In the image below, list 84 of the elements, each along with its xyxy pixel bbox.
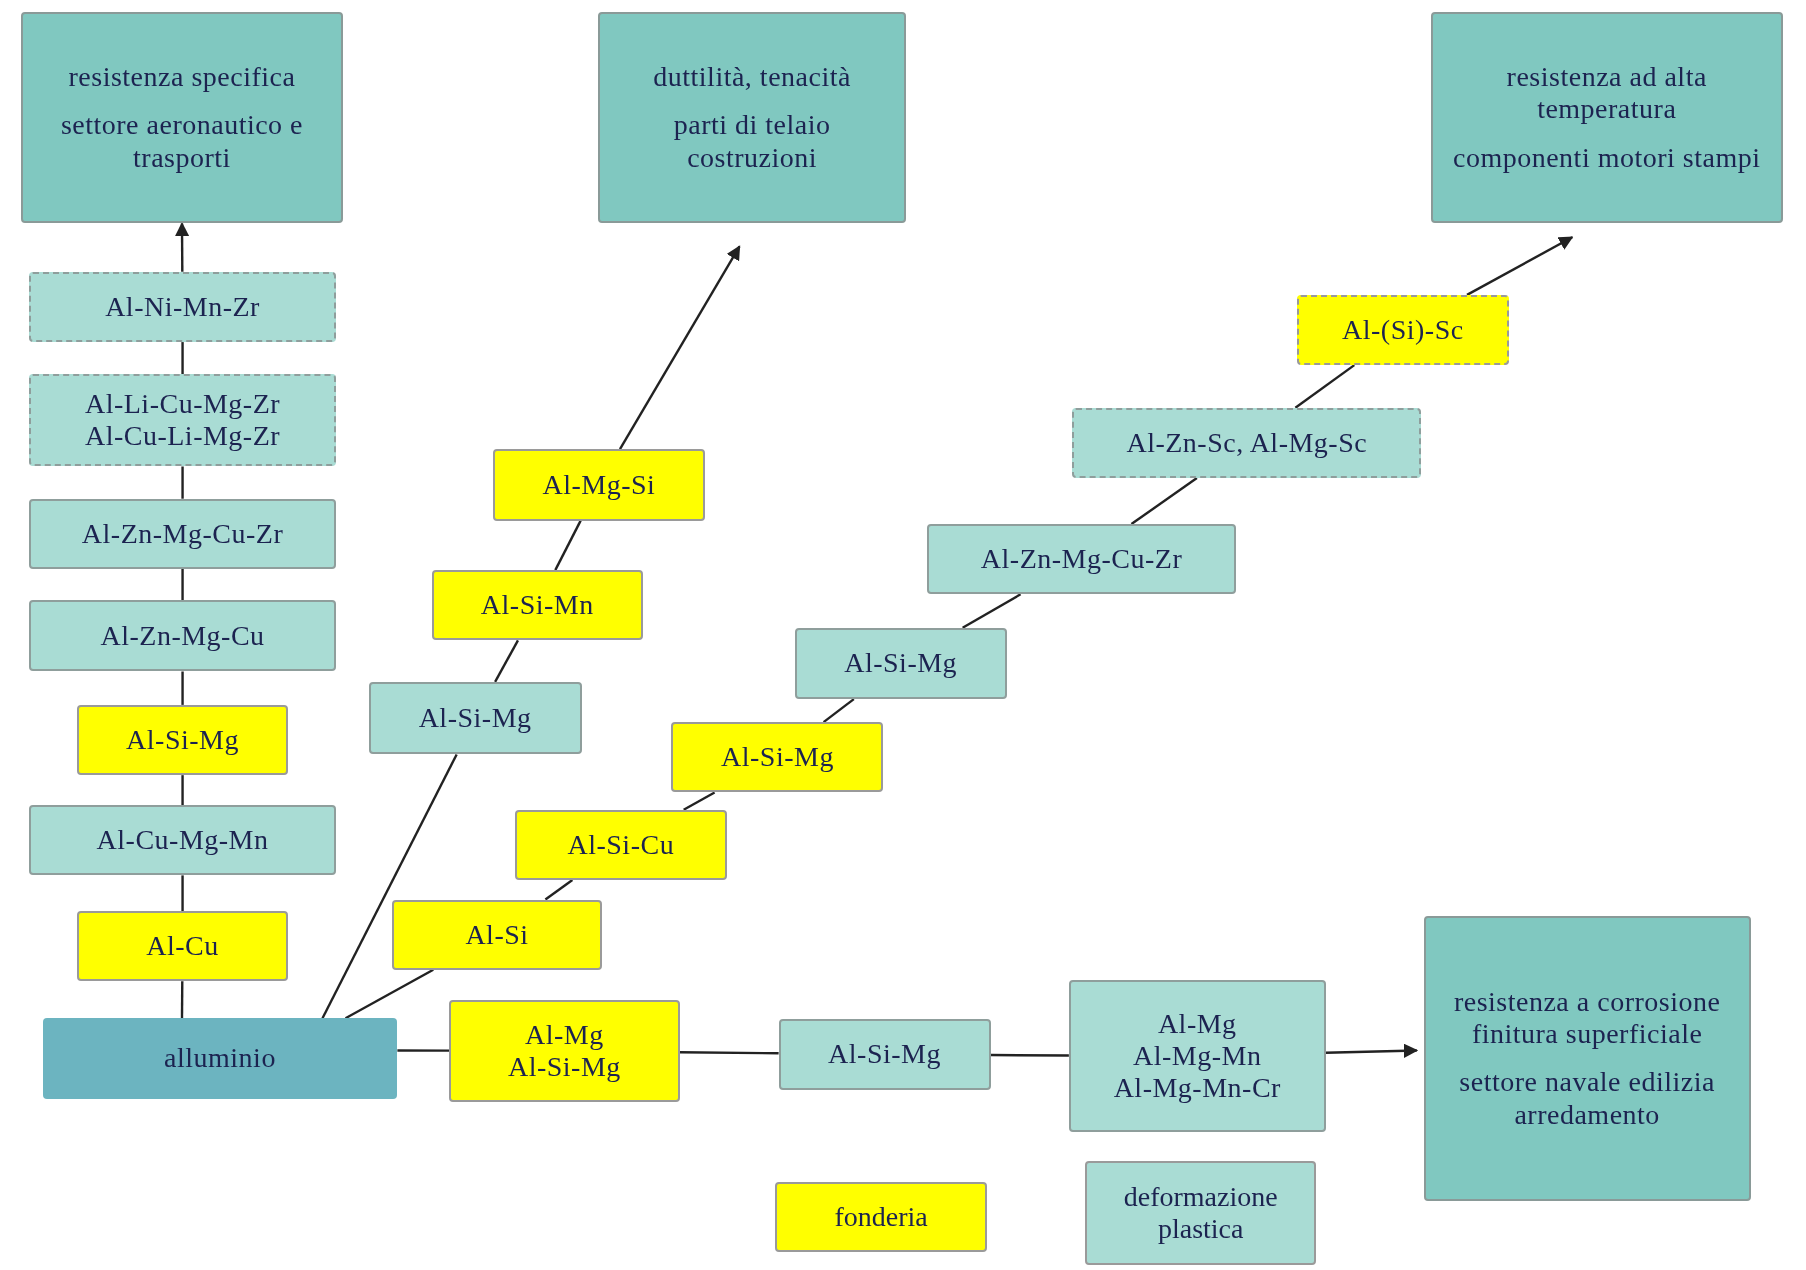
connector-line xyxy=(494,639,519,683)
alloy-name: Al-Cu-Mg-Mn xyxy=(96,824,269,857)
connector-line xyxy=(181,466,184,499)
alloy-box xyxy=(431,570,643,641)
alloy-name: Al-Si-Mn xyxy=(480,589,594,622)
alloy-name: Al-Zn-Mg-Cu-Zr xyxy=(980,543,1183,576)
alloy-name: Al-Mg-Mn xyxy=(1133,1040,1262,1073)
alloy-box xyxy=(28,498,337,569)
alloy-name: Al-Cu-Li-Mg-Zr xyxy=(84,420,281,453)
connector-line xyxy=(181,875,184,912)
application-box xyxy=(597,11,907,224)
alloy-name: Al-Si xyxy=(465,918,529,951)
alloy-box xyxy=(368,681,582,755)
alloy-box xyxy=(28,271,337,343)
alloy-name: Al-Ni-Mn-Zr xyxy=(105,290,260,324)
alloy-box xyxy=(28,805,337,876)
alloy-box xyxy=(794,627,1007,700)
arrow xyxy=(1325,1043,1419,1058)
application-box xyxy=(1423,915,1751,1202)
alloy-name: Al-(Si)-Sc xyxy=(1342,313,1464,347)
alloy-box xyxy=(514,809,727,880)
connector-line xyxy=(1294,364,1355,409)
base-metal-box xyxy=(42,1018,398,1099)
legend-text: deformazione plastica xyxy=(1122,1180,1279,1245)
arrow xyxy=(618,245,741,450)
base-metal-name: alluminio xyxy=(164,1042,276,1075)
application-text: resistenza ad alta temperatura xyxy=(1505,61,1708,126)
application-text: duttilità, tenacità xyxy=(653,61,851,94)
application-text: resistenza a corrosione finitura superficiale xyxy=(1452,986,1722,1051)
alloy-box xyxy=(1296,294,1509,366)
alloy-box xyxy=(77,704,288,776)
alloy-box xyxy=(671,722,884,793)
connector-line xyxy=(822,698,855,724)
connector-line xyxy=(679,1051,779,1055)
application-box xyxy=(1430,11,1783,224)
alloy-box xyxy=(778,1019,991,1090)
connector-line xyxy=(181,775,184,806)
arrow xyxy=(174,222,190,272)
connector-line xyxy=(181,342,184,375)
connector-line xyxy=(181,671,184,705)
connector-line xyxy=(321,753,458,1019)
application-text: parti di telaio costruzioni xyxy=(672,109,832,174)
alloy-box xyxy=(449,999,680,1103)
alloy-name: Al-Si-Cu xyxy=(567,828,675,861)
alloy-name: Al-Mg xyxy=(525,1018,604,1051)
alloy-name: Al-Cu xyxy=(146,930,219,963)
alloy-name: Al-Si-Mg xyxy=(828,1038,941,1071)
alloy-name: Al-Li-Cu-Mg-Zr xyxy=(84,388,281,421)
alloy-name: Al-Si-Mg xyxy=(507,1051,621,1084)
alloy-box xyxy=(1072,407,1422,478)
alloy-box xyxy=(391,899,603,970)
alloy-name: Al-Si-Mg xyxy=(844,647,958,680)
alloy-box xyxy=(28,374,337,467)
connector-line xyxy=(544,879,574,901)
connector-line xyxy=(683,791,716,811)
connector-line xyxy=(180,981,184,1019)
alloy-box xyxy=(77,911,288,982)
alloy-box xyxy=(28,600,337,672)
alloy-name: Al-Mg-Si xyxy=(542,468,656,501)
alloy-name: Al-Mg-Mn-Cr xyxy=(1113,1072,1281,1105)
application-text: componenti motori stampi xyxy=(1452,141,1761,174)
alloy-name: Al-Zn-Mg-Cu-Zr xyxy=(81,517,284,550)
application-text: settore aeronautico e trasporti xyxy=(59,109,305,174)
alloy-name: Al-Mg xyxy=(1157,1007,1237,1041)
connector-line xyxy=(397,1049,450,1052)
application-text: settore navale edilizia arredamento xyxy=(1458,1066,1716,1131)
alloy-name: Al-Zn-Sc, Al-Mg-Sc xyxy=(1126,426,1368,459)
alloy-box xyxy=(927,524,1236,595)
alloy-box xyxy=(492,449,705,521)
connector-line xyxy=(990,1053,1069,1057)
alloy-name: Al-Si-Mg xyxy=(126,723,239,757)
alloy-box xyxy=(1068,980,1326,1133)
alloy-name: Al-Si-Mg xyxy=(721,741,834,774)
application-text: resistenza specifica xyxy=(68,61,296,94)
alloy-name: Al-Si-Mg xyxy=(418,702,532,735)
connector-line xyxy=(181,569,184,601)
connector-line xyxy=(962,593,1022,629)
application-box xyxy=(20,11,344,224)
alloy-name: Al-Zn-Mg-Cu xyxy=(100,619,265,652)
arrow xyxy=(1466,236,1574,296)
connector-line xyxy=(554,520,582,571)
legend-text: fonderia xyxy=(834,1200,928,1233)
connector-line xyxy=(344,968,434,1020)
connector-line xyxy=(1130,477,1198,526)
